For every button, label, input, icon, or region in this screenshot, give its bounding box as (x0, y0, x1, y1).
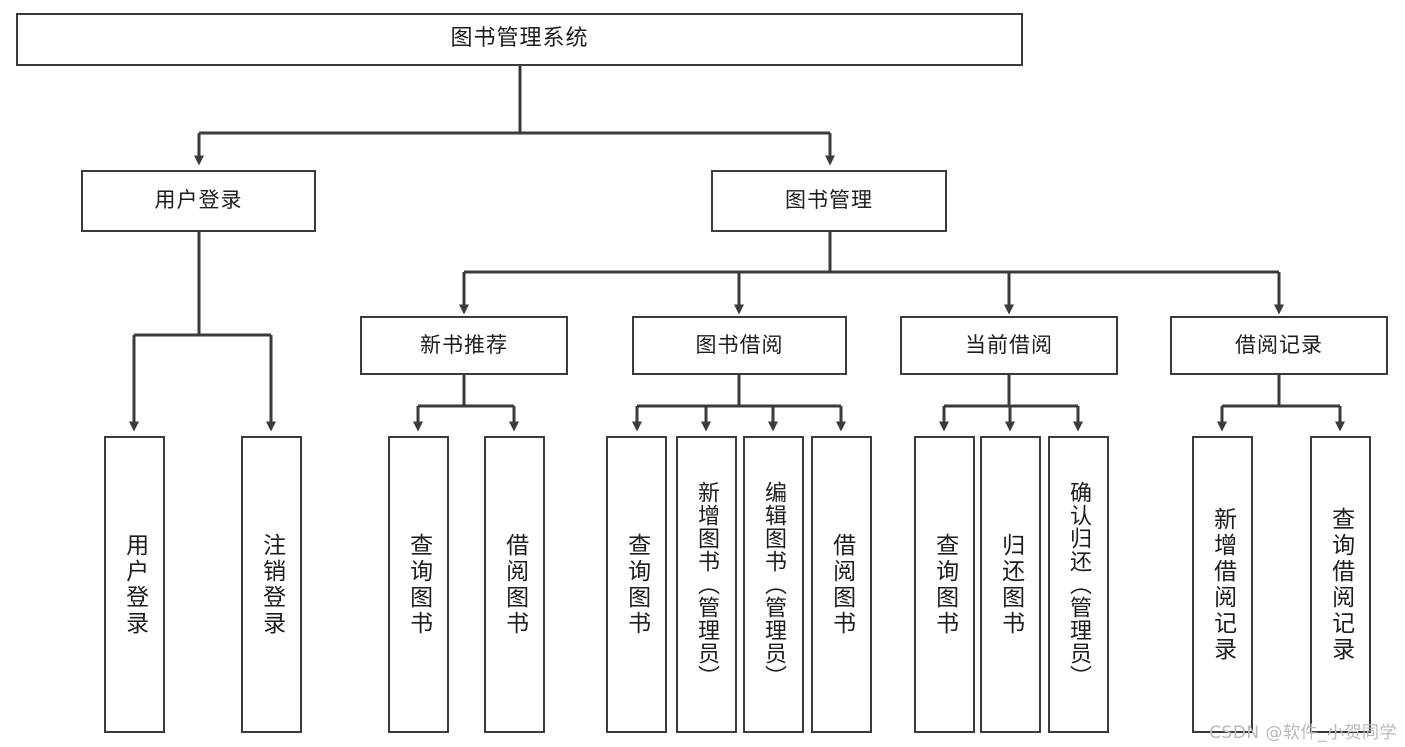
node-label: 查询图书 (405, 532, 432, 637)
leaf-edit-book-admin[interactable]: 编辑图书（管理员） (743, 436, 804, 733)
node-label: 查询借阅记录 (1327, 506, 1354, 663)
node-label: 查询图书 (931, 532, 958, 637)
node-borrow-record[interactable]: 借阅记录 (1170, 316, 1388, 375)
node-label: 编辑图书（管理员） (761, 481, 787, 688)
leaf-return-book[interactable]: 归还图书 (980, 436, 1041, 733)
node-label: 归还图书 (997, 532, 1024, 637)
leaf-add-book-admin[interactable]: 新增图书（管理员） (676, 436, 737, 733)
leaf-user-login[interactable]: 用户登录 (104, 436, 165, 733)
leaf-borrow-book[interactable]: 借阅图书 (811, 436, 872, 733)
leaf-query-book-recommend[interactable]: 查询图书 (388, 436, 449, 733)
leaf-confirm-return-admin[interactable]: 确认归还（管理员） (1048, 436, 1109, 733)
node-root-system[interactable]: 图书管理系统 (16, 13, 1023, 66)
node-label: 借阅图书 (501, 532, 528, 637)
watermark-text: CSDN @软件_小贺同学 (1209, 723, 1397, 743)
node-label: 确认归还（管理员） (1066, 481, 1092, 688)
node-label: 图书借阅 (695, 332, 784, 357)
leaf-query-borrow-record[interactable]: 查询借阅记录 (1310, 436, 1371, 733)
node-label: 图书管理 (785, 188, 873, 213)
node-label: 新增图书（管理员） (694, 481, 720, 688)
node-label: 图书管理系统 (450, 26, 589, 52)
leaf-logout[interactable]: 注销登录 (241, 436, 302, 733)
leaf-query-book-current[interactable]: 查询图书 (914, 436, 975, 733)
node-label: 注销登录 (258, 532, 285, 637)
node-current-borrow[interactable]: 当前借阅 (900, 316, 1118, 375)
node-label: 用户登录 (121, 532, 148, 637)
node-label: 借阅图书 (828, 532, 855, 637)
node-user-login[interactable]: 用户登录 (81, 170, 316, 232)
node-label: 查询图书 (623, 532, 650, 637)
leaf-query-book-borrow[interactable]: 查询图书 (606, 436, 667, 733)
leaf-add-borrow-record[interactable]: 新增借阅记录 (1192, 436, 1253, 733)
node-new-book-recommend[interactable]: 新书推荐 (360, 316, 568, 375)
node-label: 新书推荐 (420, 332, 508, 357)
node-label: 新增借阅记录 (1209, 506, 1236, 663)
node-label: 借阅记录 (1235, 332, 1323, 357)
node-book-management[interactable]: 图书管理 (711, 170, 947, 232)
leaf-borrow-book-recommend[interactable]: 借阅图书 (484, 436, 545, 733)
node-label: 当前借阅 (965, 332, 1053, 357)
node-label: 用户登录 (154, 188, 243, 213)
node-book-borrow[interactable]: 图书借阅 (632, 316, 847, 375)
